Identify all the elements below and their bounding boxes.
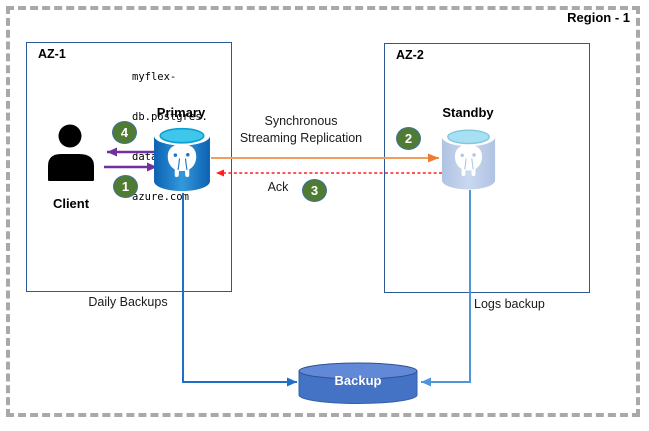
daily-backups-label: Daily Backups <box>88 295 168 309</box>
hostname-line: azure.com <box>132 191 189 204</box>
standby-label: Standby <box>442 105 494 120</box>
primary-hostname: myflex- db.postgres. database. azure.com <box>132 44 208 232</box>
az2-label: AZ-2 <box>396 48 424 62</box>
step-badge-4: 4 <box>112 121 137 144</box>
backup-label: Backup <box>334 373 382 388</box>
client-icon <box>48 124 94 181</box>
step-badge-2: 2 <box>396 127 421 150</box>
client-label: Client <box>52 196 90 211</box>
step-badge-3: 3 <box>302 179 327 202</box>
step-badge-1: 1 <box>113 175 138 198</box>
replication-label: Synchronous Streaming Replication <box>228 113 374 147</box>
ack-label: Ack <box>267 180 289 194</box>
az1-label: AZ-1 <box>38 47 66 61</box>
hostname-line: myflex- <box>132 70 177 83</box>
hostname-line: db.postgres. <box>132 111 208 124</box>
az2-box: AZ-2 <box>384 43 590 293</box>
replication-label-line2: Streaming Replication <box>239 131 363 145</box>
az1-box: AZ-1 <box>26 42 232 292</box>
primary-label: Primary <box>156 105 206 120</box>
replication-label-line1: Synchronous <box>264 114 338 128</box>
backup-store-icon <box>298 362 418 404</box>
standby-postgres-icon <box>441 127 496 190</box>
region-label: Region - 1 <box>565 10 632 25</box>
region-boundary <box>6 6 640 417</box>
logs-backup-label: Logs backup <box>474 297 545 311</box>
primary-postgres-icon <box>154 125 210 192</box>
